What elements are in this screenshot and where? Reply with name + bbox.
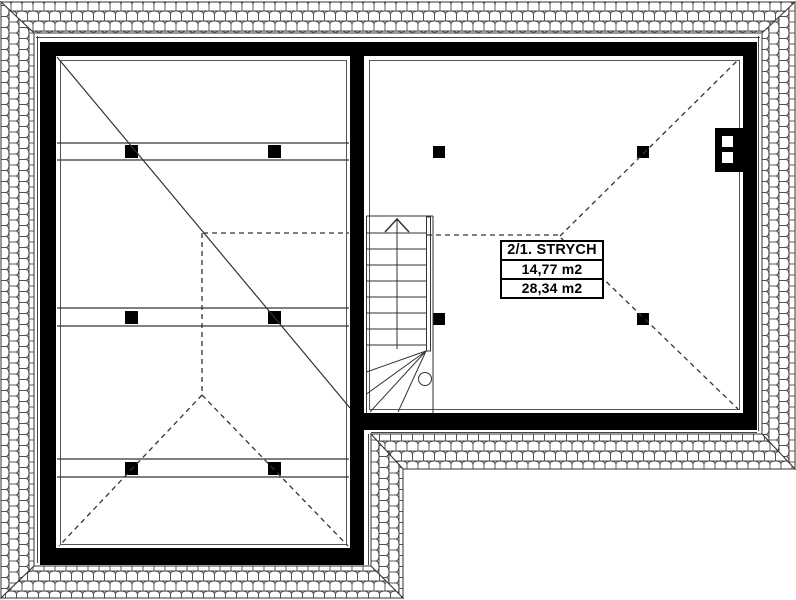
- room-label-area-total: 28,34 m2: [500, 278, 604, 299]
- tile-strip-top: [0, 1, 796, 34]
- room-label: 2/1. STRYCH 14,77 m2 28,34 m2: [500, 240, 604, 299]
- stair-handrail: [426, 216, 431, 352]
- chimney-body: [715, 128, 743, 172]
- post: [637, 313, 649, 325]
- walls: [40, 42, 757, 565]
- hip-sw: [58, 394, 203, 547]
- posts: [125, 145, 649, 475]
- post: [433, 313, 445, 325]
- post: [433, 146, 445, 158]
- wall-left: [40, 42, 56, 565]
- tile-strip-bottom-right: [369, 433, 796, 470]
- wall-top: [40, 42, 757, 56]
- collar-beams: [57, 142, 349, 478]
- wall-middle: [350, 42, 364, 565]
- chimney-flue: [722, 152, 733, 163]
- hip-se-left-room: [201, 394, 349, 547]
- stair-direction-arrow: [384, 217, 410, 233]
- tile-strip-bottom-left: [0, 565, 405, 599]
- chimney: [715, 128, 743, 172]
- wall-plate-lines: [60, 60, 740, 545]
- post: [125, 311, 138, 324]
- post: [125, 145, 138, 158]
- wall-bottom-right-block: [350, 413, 757, 430]
- stair-newel-circle: [418, 372, 432, 386]
- stair-winders: [366, 350, 427, 413]
- wall-right: [743, 42, 757, 430]
- tile-strip-right: [761, 0, 796, 471]
- roof-ridge-lines: [58, 59, 739, 547]
- wall-bottom-left-block: [40, 548, 364, 565]
- border-offset-lines: [36, 36, 760, 565]
- room-label-title: 2/1. STRYCH: [500, 240, 604, 261]
- staircase: [366, 215, 434, 413]
- room-label-area-usable: 14,77 m2: [500, 259, 604, 280]
- tile-strip-left: [0, 0, 35, 600]
- post: [268, 145, 281, 158]
- hip-ne: [559, 59, 739, 237]
- chimney-flue: [722, 136, 733, 147]
- post: [268, 462, 281, 475]
- post: [637, 146, 649, 158]
